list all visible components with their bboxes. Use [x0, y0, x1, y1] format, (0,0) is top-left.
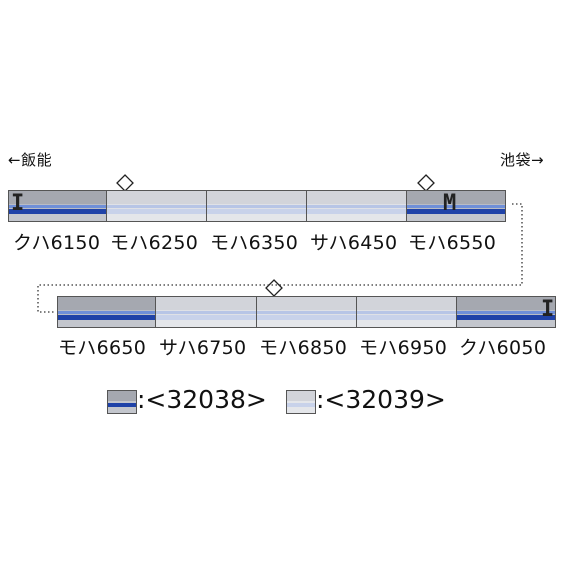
car-label: クハ6150 — [13, 232, 101, 254]
car-label: モハ6950 — [359, 337, 448, 359]
pantograph-diamond-marker — [417, 174, 435, 192]
car-label: サハ6450 — [310, 232, 398, 254]
car-label: モハ6550 — [408, 232, 497, 254]
legend-swatch-dark — [107, 390, 137, 414]
car-label: サハ6750 — [159, 337, 247, 359]
car-end-mark: I — [541, 297, 555, 322]
pantograph-diamond-marker — [116, 174, 134, 192]
car-5: M — [406, 190, 506, 222]
direction-right: 池袋→ — [500, 151, 545, 169]
car-label: モハ6650 — [58, 337, 147, 359]
car-10: I — [456, 296, 556, 328]
pantograph-diamond-marker — [265, 279, 283, 297]
legend-label-dark: :<32038> — [137, 385, 267, 414]
car-9 — [356, 296, 457, 328]
car-4 — [306, 190, 407, 222]
coupling-connector-line — [37, 203, 523, 313]
car-end-mark: I — [11, 191, 25, 216]
car-6 — [57, 296, 156, 328]
car-motor-mark: M — [443, 191, 457, 216]
car-label: モハ6850 — [259, 337, 348, 359]
car-7 — [155, 296, 257, 328]
direction-left: ←飯能 — [8, 151, 53, 169]
car-8 — [256, 296, 357, 328]
car-label: モハ6350 — [210, 232, 299, 254]
car-1: I — [8, 190, 107, 222]
legend-swatch-light — [286, 390, 316, 414]
car-label: クハ6050 — [459, 337, 547, 359]
car-2 — [106, 190, 207, 222]
car-label: モハ6250 — [110, 232, 199, 254]
legend-label-light: :<32039> — [316, 385, 446, 414]
car-3 — [206, 190, 307, 222]
